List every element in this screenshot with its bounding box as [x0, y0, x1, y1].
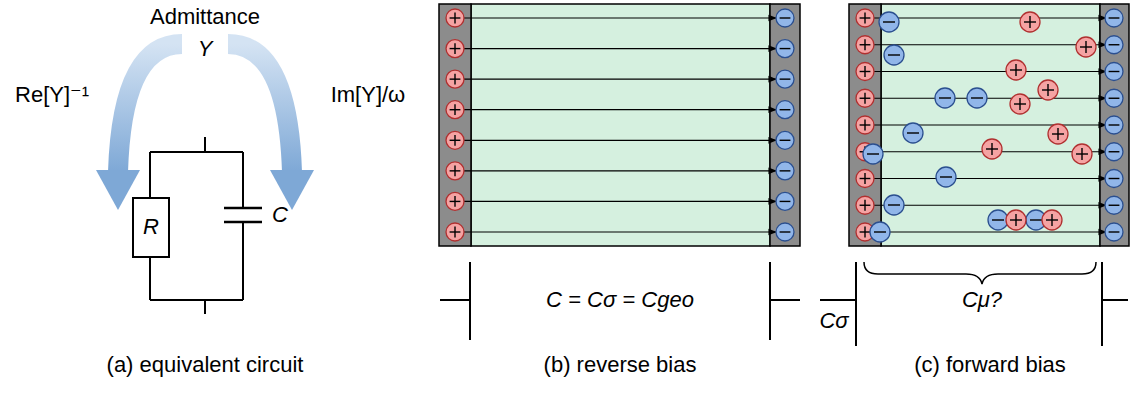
- negative-charge: [884, 195, 904, 215]
- negative-charge: [1105, 36, 1123, 54]
- negative-charge: [776, 101, 794, 119]
- curved-arrow: [228, 44, 314, 210]
- negative-charge: [776, 70, 794, 88]
- capacitor-symbol: [820, 262, 1128, 346]
- field-line: [462, 231, 776, 232]
- capacitor-symbol: [224, 208, 262, 222]
- symbol-label: Y: [198, 36, 213, 61]
- negative-charge: [935, 88, 955, 108]
- negative-charge: [1105, 9, 1123, 27]
- negative-charge: [1105, 143, 1123, 161]
- positive-charge: [446, 9, 464, 27]
- panel-caption: (c) forward bias: [914, 352, 1066, 377]
- field-line: [462, 201, 776, 202]
- field-line: [872, 17, 1106, 18]
- axis-label: Re[Y]⁻¹: [15, 82, 89, 107]
- negative-charge: [776, 131, 794, 149]
- positive-charge: [856, 63, 874, 81]
- field-line: [462, 17, 776, 18]
- title-label: Admittance: [150, 4, 260, 29]
- formula-label: Cσ: [819, 308, 848, 333]
- field-line: [872, 231, 1106, 232]
- positive-charge: [1006, 210, 1026, 230]
- brace: [864, 262, 1096, 284]
- positive-charge: [1072, 144, 1092, 164]
- negative-charge: [863, 144, 883, 164]
- positive-charge: [446, 223, 464, 241]
- positive-charge: [446, 162, 464, 180]
- negative-charge: [988, 210, 1008, 230]
- positive-charge: [1010, 94, 1030, 114]
- positive-charge: [856, 36, 874, 54]
- field-line: [462, 48, 776, 49]
- formula-label: C = Cσ = Cgeo: [546, 287, 694, 312]
- formula-label: Cμ?: [962, 287, 1002, 312]
- component-label: R: [143, 214, 159, 240]
- field-line: [462, 140, 776, 141]
- resistor-symbol: R: [132, 197, 170, 258]
- field-line: [872, 98, 1106, 99]
- field-line: [872, 71, 1106, 72]
- field-line: [462, 170, 776, 171]
- positive-charge: [1038, 80, 1058, 100]
- axis-label: Im[Y]/ω: [331, 82, 406, 107]
- panel-caption: (a) equivalent circuit: [107, 352, 304, 377]
- positive-charge: [1048, 124, 1068, 144]
- positive-charge: [446, 101, 464, 119]
- positive-charge: [856, 116, 874, 134]
- negative-charge: [776, 162, 794, 180]
- field-line: [872, 44, 1106, 45]
- negative-charge: [776, 223, 794, 241]
- negative-charge: [1105, 116, 1123, 134]
- negative-charge: [776, 40, 794, 58]
- negative-charge: [776, 9, 794, 27]
- positive-charge: [446, 192, 464, 210]
- negative-charge: [884, 45, 904, 65]
- negative-charge: [1105, 223, 1123, 241]
- negative-charge: [967, 88, 987, 108]
- capacitor-illustration: [849, 4, 1129, 246]
- positive-charge: [1006, 60, 1026, 80]
- positive-charge: [446, 70, 464, 88]
- field-line: [872, 178, 1106, 179]
- capacitor-illustration: [439, 4, 800, 246]
- panel-caption: (b) reverse bias: [544, 352, 697, 377]
- positive-charge: [856, 170, 874, 188]
- positive-charge: [856, 196, 874, 214]
- negative-charge: [1105, 196, 1123, 214]
- negative-charge: [903, 123, 923, 143]
- field-line: [462, 109, 776, 110]
- component-label: C: [272, 202, 288, 227]
- curved-arrow: [96, 44, 182, 210]
- negative-charge: [936, 167, 956, 187]
- positive-charge: [446, 131, 464, 149]
- positive-charge: [446, 40, 464, 58]
- negative-charge: [1105, 89, 1123, 107]
- negative-charge: [870, 222, 890, 242]
- positive-charge: [1042, 210, 1062, 230]
- positive-charge: [856, 89, 874, 107]
- positive-charge: [856, 9, 874, 27]
- field-line: [872, 205, 1106, 206]
- positive-charge: [982, 139, 1002, 159]
- capacitor-symbol: [440, 262, 800, 340]
- negative-charge: [1105, 170, 1123, 188]
- negative-charge: [1105, 63, 1123, 81]
- positive-charge: [1076, 37, 1096, 57]
- field-line: [462, 79, 776, 80]
- negative-charge: [879, 12, 899, 32]
- negative-charge: [776, 192, 794, 210]
- positive-charge: [1020, 12, 1040, 32]
